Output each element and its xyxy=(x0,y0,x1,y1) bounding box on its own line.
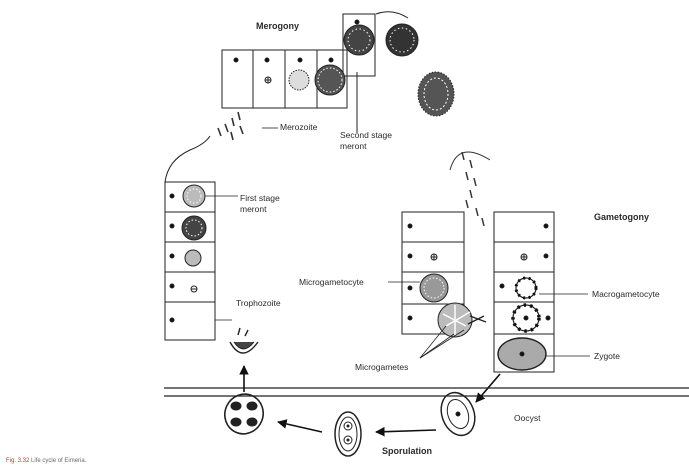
zygote-label: Zygote xyxy=(594,351,620,361)
first-stage-meront-label-line1: First stage xyxy=(240,193,280,204)
oocyst-label: Oocyst xyxy=(514,413,540,423)
cycle-arrows xyxy=(244,366,500,432)
trophozoite xyxy=(230,328,258,353)
second-stage-meront-label: Second stage meront xyxy=(340,130,392,152)
macrogametocyte-cell-column xyxy=(494,212,554,372)
merozoites-entering-gametogony xyxy=(450,152,490,226)
microgametes-label: Microgametes xyxy=(355,362,408,372)
merozoite-label: Merozoite xyxy=(280,122,317,132)
gametogony-heading: Gametogony xyxy=(594,212,649,222)
figure-number: Fig. 3.32 xyxy=(6,458,29,464)
second-stage-meront-label-line1: Second stage xyxy=(340,130,392,141)
merogony-heading: Merogony xyxy=(256,21,299,31)
second-stage-meront-label-line2: meront xyxy=(340,141,392,152)
first-stage-meront-label-line2: meront xyxy=(240,204,280,215)
left-cell-column xyxy=(165,136,215,340)
released-merozoites xyxy=(218,112,243,140)
microgametes-release xyxy=(438,303,486,337)
figure-caption: Fig. 3.32 Life cycle of Eimeria. xyxy=(6,458,86,464)
first-stage-meront-label: First stage meront xyxy=(240,193,280,215)
merogony-cell-row xyxy=(222,12,408,108)
macrogametocyte-label: Macrogametocyte xyxy=(592,289,660,299)
sporulating-oocyst xyxy=(335,412,361,456)
merozoite-cluster xyxy=(386,24,454,116)
microgametocyte-label: Microgametocyte xyxy=(299,277,364,287)
figure-caption-text: Life cycle of Eimeria. xyxy=(31,458,86,464)
sporulation-label: Sporulation xyxy=(382,446,432,456)
trophozoite-label: Trophozoite xyxy=(236,298,281,308)
